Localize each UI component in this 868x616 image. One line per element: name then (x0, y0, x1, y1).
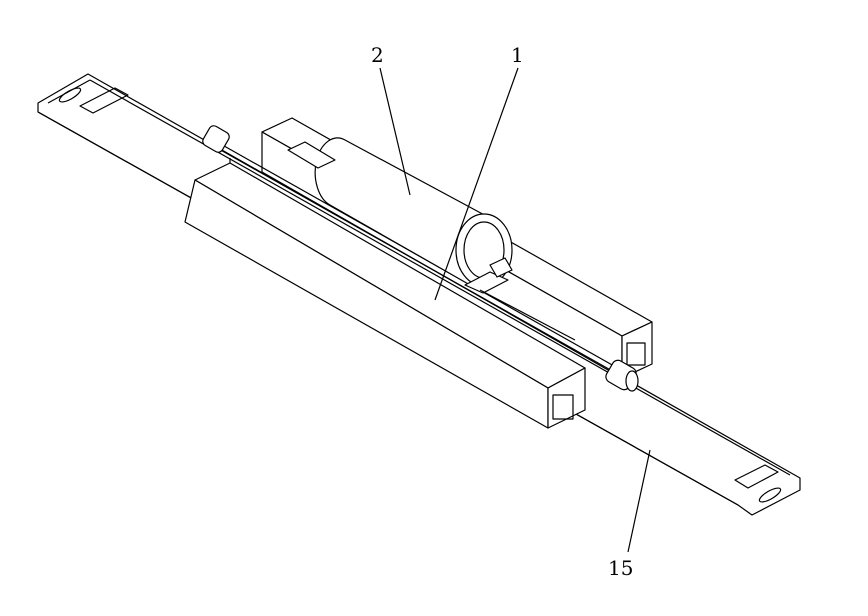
leader-2 (379, 67, 411, 196)
leader-1 (434, 67, 519, 301)
left-knob (202, 125, 230, 153)
carriage (287, 141, 576, 341)
leader-15 (627, 449, 651, 553)
label-15: 15 (608, 556, 634, 580)
label-2: 2 (371, 43, 384, 67)
front-rail-box (184, 158, 586, 429)
label-1: 1 (511, 43, 524, 67)
